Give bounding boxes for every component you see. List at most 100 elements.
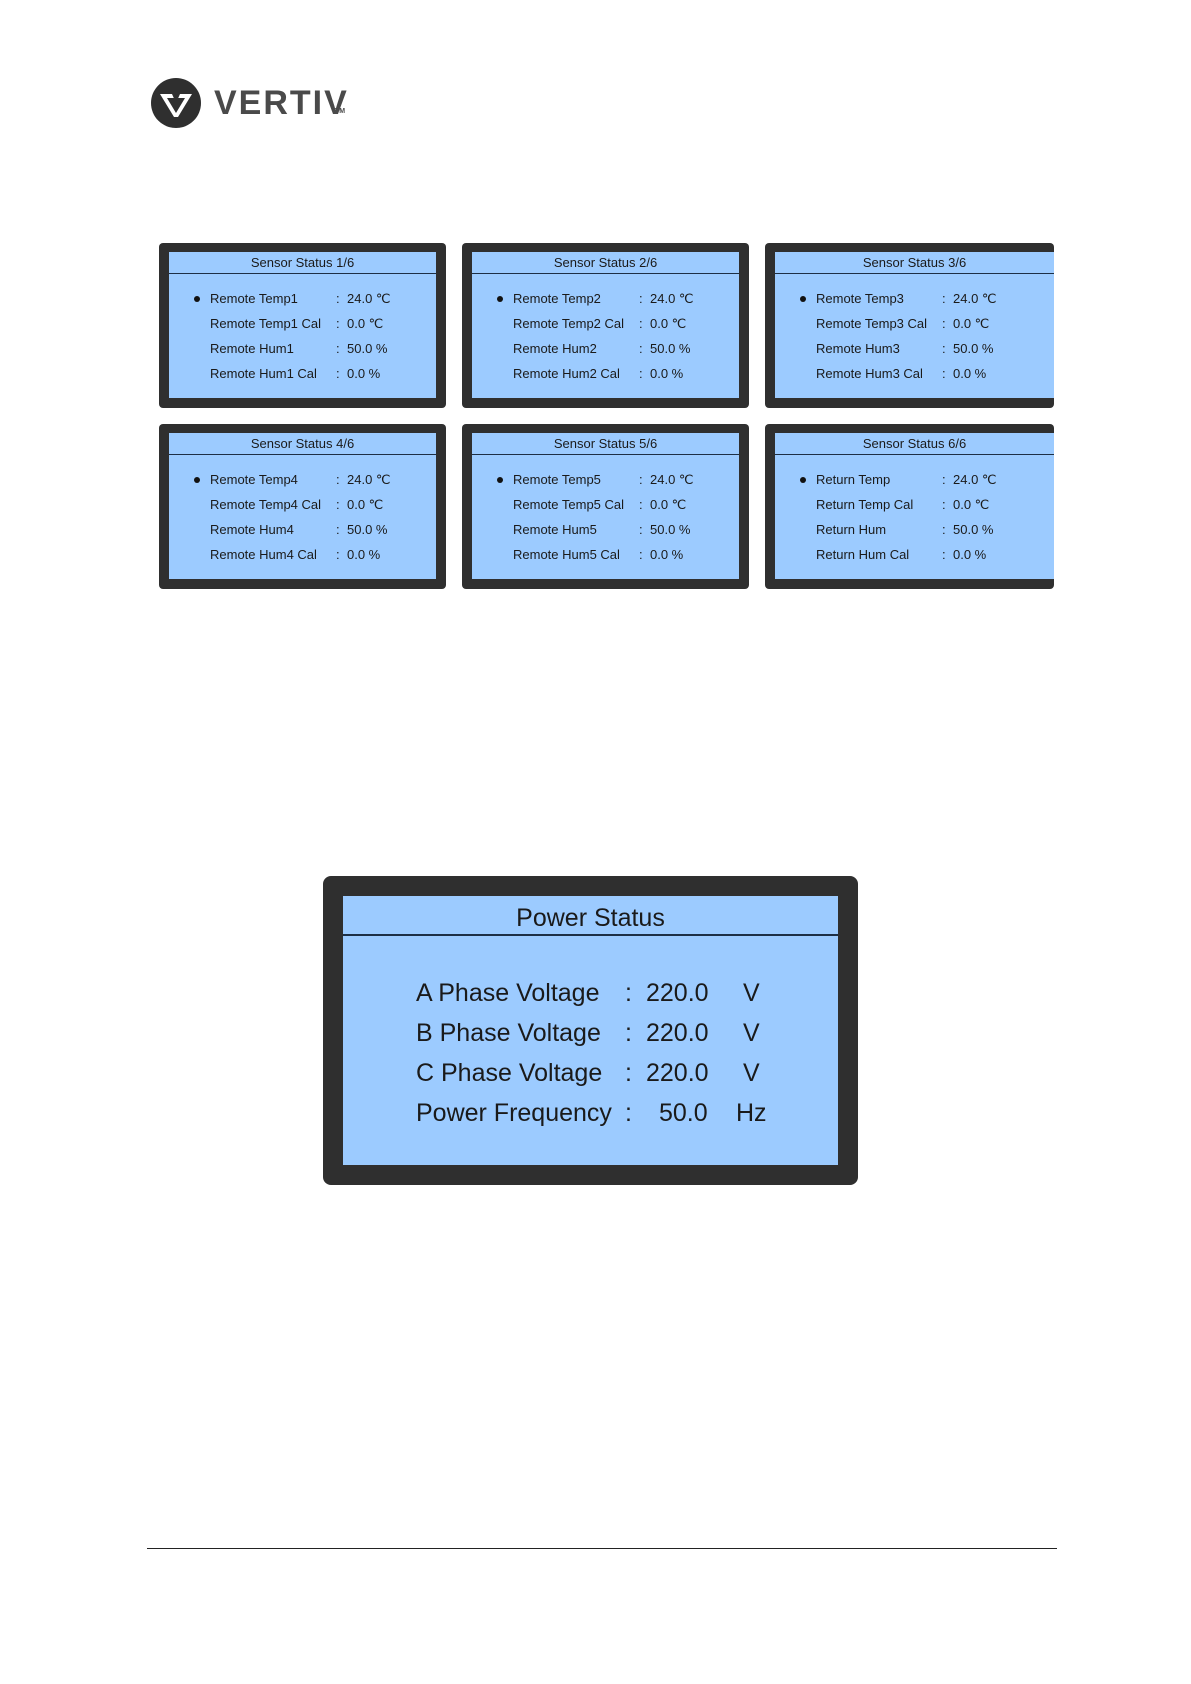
sensor-status-title: Sensor Status 5/6: [472, 433, 739, 455]
sensor-row: Remote Hum1:50.0 %: [169, 339, 436, 359]
sensor-row-value: 24.0 ℃: [953, 472, 997, 487]
sensor-row-label: Remote Hum1 Cal: [210, 366, 317, 381]
sensor-row-colon: :: [336, 366, 340, 381]
sensor-row-value: 0.0 %: [953, 547, 987, 562]
sensor-row: Remote Hum5:50.0 %: [472, 520, 739, 540]
sensor-row-value: 24.0 ℃: [347, 472, 391, 487]
sensor-row: Return Hum:50.0 %: [775, 520, 1054, 540]
sensor-row-colon: :: [639, 522, 643, 537]
selected-bullet-icon: [194, 296, 200, 302]
power-row-unit: V: [743, 979, 760, 1007]
sensor-row-label: Remote Hum5: [513, 522, 597, 537]
sensor-row: Return Temp:24.0 ℃: [775, 470, 1054, 490]
power-row-frequency: Power Frequency : 50.0 Hz: [343, 1097, 838, 1133]
power-row-value: 220.0: [646, 1019, 709, 1047]
power-status-title: Power Status: [343, 896, 838, 936]
sensor-row-colon: :: [942, 366, 946, 381]
sensor-status-title: Sensor Status 6/6: [775, 433, 1054, 455]
power-row-unit: Hz: [736, 1099, 767, 1127]
sensor-row: Remote Hum5 Cal:0.0 %: [472, 545, 739, 565]
sensor-status-title: Sensor Status 4/6: [169, 433, 436, 455]
power-row-unit: V: [743, 1019, 760, 1047]
power-row-label: Power Frequency: [416, 1099, 612, 1127]
sensor-row-label: Remote Temp1: [210, 291, 298, 306]
sensor-row-label: Return Temp Cal: [816, 497, 914, 512]
sensor-row-value: 0.0 ℃: [650, 497, 687, 512]
sensor-status-title: Sensor Status 2/6: [472, 252, 739, 274]
sensor-row-value: 0.0 ℃: [347, 497, 384, 512]
sensor-row-value: 0.0 %: [650, 366, 684, 381]
sensor-row-label: Remote Hum2: [513, 341, 597, 356]
sensor-row: Remote Temp5:24.0 ℃: [472, 470, 739, 490]
sensor-row-label: Remote Hum3 Cal: [816, 366, 923, 381]
sensor-row-value: 24.0 ℃: [650, 291, 694, 306]
sensor-row: Remote Hum1 Cal:0.0 %: [169, 364, 436, 384]
power-row-label: A Phase Voltage: [416, 979, 600, 1007]
sensor-row-label: Remote Temp2: [513, 291, 601, 306]
sensor-row-value: 0.0 %: [650, 547, 684, 562]
sensor-row: Remote Hum2:50.0 %: [472, 339, 739, 359]
sensor-row: Remote Temp5 Cal:0.0 ℃: [472, 495, 739, 515]
power-row-colon: :: [625, 1099, 632, 1127]
sensor-row-colon: :: [336, 522, 340, 537]
sensor-row-label: Return Temp: [816, 472, 891, 487]
sensor-row-colon: :: [336, 341, 340, 356]
power-row-c-phase: C Phase Voltage : 220.0 V: [343, 1057, 838, 1093]
sensor-row-colon: :: [336, 316, 340, 331]
sensor-row: Return Temp Cal:0.0 ℃: [775, 495, 1054, 515]
sensor-row-value: 0.0 %: [953, 366, 987, 381]
sensor-row: Remote Temp1 Cal:0.0 ℃: [169, 314, 436, 334]
sensor-row: Remote Temp2 Cal:0.0 ℃: [472, 314, 739, 334]
sensor-row-value: 24.0 ℃: [650, 472, 694, 487]
sensor-row-colon: :: [336, 291, 340, 306]
sensor-row: Remote Temp3:24.0 ℃: [775, 289, 1054, 309]
power-row-unit: V: [743, 1059, 760, 1087]
sensor-row-value: 50.0 %: [650, 341, 691, 356]
power-row-label: B Phase Voltage: [416, 1019, 601, 1047]
sensor-row-value: 50.0 %: [650, 522, 691, 537]
sensor-row-label: Remote Temp1 Cal: [210, 316, 322, 331]
sensor-row-colon: :: [942, 341, 946, 356]
brand-name: VERTIV: [214, 84, 349, 122]
sensor-row-value: 24.0 ℃: [953, 291, 997, 306]
sensor-row-label: Return Hum: [816, 522, 887, 537]
sensor-row-colon: :: [942, 497, 946, 512]
power-row-b-phase: B Phase Voltage : 220.0 V: [343, 1017, 838, 1053]
sensor-status-title: Sensor Status 1/6: [169, 252, 436, 274]
sensor-row-colon: :: [639, 547, 643, 562]
power-row-value: 220.0: [646, 1059, 709, 1087]
vertiv-logo-icon: [151, 78, 201, 128]
sensor-row-value: 0.0 ℃: [953, 316, 990, 331]
sensor-row-label: Remote Temp5: [513, 472, 601, 487]
sensor-row: Remote Temp3 Cal:0.0 ℃: [775, 314, 1054, 334]
sensor-row-colon: :: [942, 522, 946, 537]
trademark: TM: [335, 108, 346, 115]
sensor-row-value: 0.0 ℃: [953, 497, 990, 512]
sensor-row-colon: :: [639, 472, 643, 487]
sensor-row-value: 0.0 %: [347, 366, 381, 381]
sensor-row-label: Remote Temp2 Cal: [513, 316, 625, 331]
sensor-status-title: Sensor Status 3/6: [775, 252, 1054, 274]
power-row-colon: :: [625, 1019, 632, 1047]
power-status-screen: Power Status A Phase Voltage : 220.0 V B…: [343, 896, 838, 1165]
sensor-row-value: 0.0 %: [347, 547, 381, 562]
vertiv-logo: VERTIV TM: [150, 77, 350, 129]
sensor-row: Remote Temp4 Cal:0.0 ℃: [169, 495, 436, 515]
sensor-row-label: Return Hum Cal: [816, 547, 910, 562]
sensor-row-value: 24.0 ℃: [347, 291, 391, 306]
sensor-row-colon: :: [942, 472, 946, 487]
sensor-row: Remote Temp4:24.0 ℃: [169, 470, 436, 490]
sensor-row-colon: :: [639, 291, 643, 306]
sensor-row-value: 50.0 %: [347, 341, 388, 356]
power-row-a-phase: A Phase Voltage : 220.0 V: [343, 977, 838, 1013]
sensor-row-label: Remote Temp5 Cal: [513, 497, 625, 512]
